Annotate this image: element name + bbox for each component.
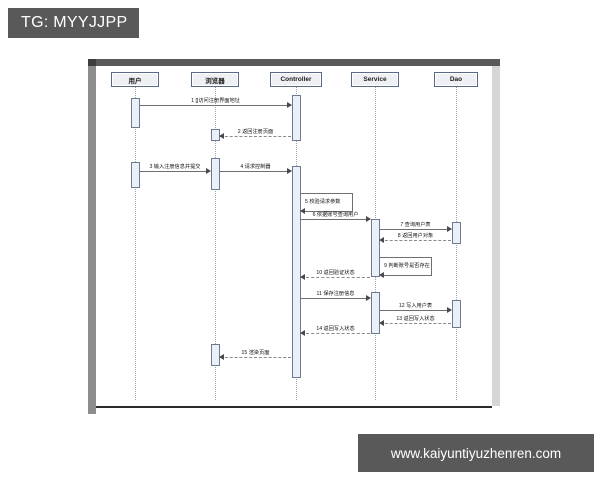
frame-scrollbar[interactable] — [492, 66, 500, 406]
watermark-label: www.kaiyuntiyuzhenren.com — [390, 445, 562, 461]
message-line — [220, 171, 291, 172]
self-message-line-top — [301, 193, 353, 194]
participant-label: 浏览器 — [205, 77, 225, 85]
message-label: 12 写入用户表 — [398, 303, 433, 309]
arrow-head-icon — [447, 226, 452, 232]
activation-bar-service — [371, 219, 380, 277]
lifeline-browser — [215, 87, 216, 400]
participant-service[interactable]: Service — [351, 72, 399, 87]
message-line — [140, 105, 291, 106]
message-label: 5 校验请求参数 — [305, 199, 341, 205]
message-line — [380, 310, 451, 311]
message-line — [220, 136, 291, 137]
self-message-line-bottom — [301, 211, 353, 212]
self-message-5[interactable]: 5 校验请求参数 — [300, 193, 353, 214]
message-label: 11 保存注册信息 — [316, 291, 355, 297]
participant-label: Dao — [449, 76, 463, 83]
diagram-canvas[interactable]: 用户 浏览器 Controller Service Dao 1 []访问注册界面地址 2 返… — [96, 66, 492, 406]
activation-bar-user — [131, 98, 140, 128]
arrow-head-icon — [379, 237, 384, 243]
arrow-head-icon — [366, 216, 371, 222]
message-line — [301, 298, 370, 299]
lifeline-user — [135, 87, 136, 400]
tg-badge-label: TG: MYYJJPP — [21, 14, 128, 31]
activation-bar-user — [131, 162, 140, 188]
activation-bar-dao — [452, 222, 461, 244]
arrow-head-icon — [447, 307, 452, 313]
message-label: 2 返回注册页面 — [237, 129, 274, 135]
self-message-line-side — [431, 257, 432, 275]
self-message-line-bottom — [380, 275, 432, 276]
watermark: www.kaiyuntiyuzhenren.com — [358, 434, 594, 472]
participant-label: 用户 — [128, 77, 142, 85]
message-line — [380, 323, 451, 324]
participant-user[interactable]: 用户 — [111, 72, 159, 87]
participant-label: Service — [363, 76, 387, 83]
participant-controller[interactable]: Controller — [270, 72, 322, 87]
arrow-head-icon — [379, 272, 384, 278]
arrow-head-icon — [300, 274, 305, 280]
message-line — [301, 277, 370, 278]
frame-left-bar — [88, 59, 96, 414]
message-label: 13 返回写入状态 — [396, 316, 435, 322]
participant-dao[interactable]: Dao — [434, 72, 478, 87]
message-label: 8 返回用户对象 — [397, 233, 434, 239]
arrow-head-icon — [219, 133, 224, 139]
arrow-head-icon — [300, 330, 305, 336]
message-label: 1 []访问注册界面地址 — [191, 98, 240, 104]
message-label: 15 渲染页面 — [241, 350, 270, 356]
tg-badge: TG: MYYJJPP — [8, 8, 139, 38]
activation-bar-controller — [292, 166, 301, 378]
self-message-line-side — [352, 193, 353, 211]
message-line — [301, 333, 370, 334]
frame-top-bar — [88, 59, 500, 66]
frame-bottom-line — [96, 406, 492, 408]
self-message-line-top — [380, 257, 432, 258]
message-line — [380, 240, 451, 241]
sequence-diagram-frame: 用户 浏览器 Controller Service Dao 1 []访问注册界面地址 2 返… — [88, 59, 500, 414]
arrow-head-icon — [287, 168, 292, 174]
frame-corner — [88, 59, 96, 66]
arrow-head-icon — [287, 102, 292, 108]
message-line — [301, 219, 370, 220]
message-label: 4 请求控制器 — [240, 164, 271, 170]
arrow-head-icon — [366, 295, 371, 301]
participant-label: Controller — [280, 76, 312, 83]
message-label: 14 返回写入状态 — [316, 326, 355, 332]
activation-bar-service — [371, 292, 380, 334]
arrow-head-icon — [206, 168, 211, 174]
message-label: 7 查询用户表 — [400, 222, 431, 228]
message-label: 10 返回验证状态 — [316, 270, 355, 276]
activation-bar-browser — [211, 158, 220, 190]
message-label: 9 判断账号是否存在 — [384, 263, 430, 269]
message-label: 6 依据账号查询用户 — [312, 212, 359, 218]
participant-browser[interactable]: 浏览器 — [191, 72, 239, 87]
self-message-9[interactable]: 9 判断账号是否存在 — [379, 257, 432, 278]
message-line — [380, 229, 451, 230]
activation-bar-controller — [292, 95, 301, 141]
activation-bar-dao — [452, 300, 461, 328]
message-line — [220, 357, 291, 358]
message-line — [140, 171, 210, 172]
message-label: 3 输入注册信息并提交 — [149, 164, 201, 170]
arrow-head-icon — [379, 320, 384, 326]
arrow-head-icon — [300, 208, 305, 214]
arrow-head-icon — [219, 354, 224, 360]
